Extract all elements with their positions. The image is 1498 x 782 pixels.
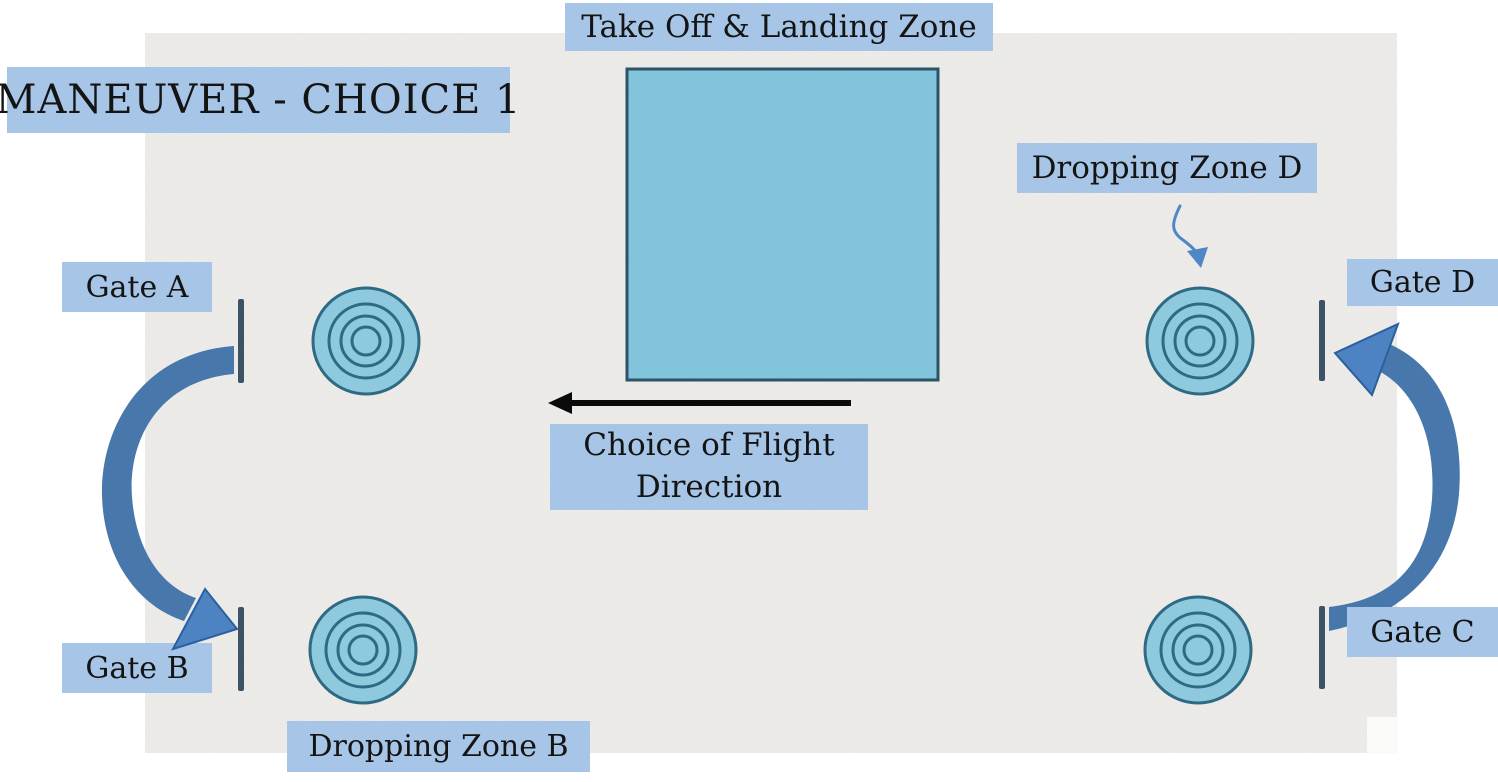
target-ring (1171, 623, 1225, 677)
dropping-zone-b-label: Dropping Zone B (287, 721, 590, 772)
target-bullseye (347, 634, 379, 666)
curved-arrow-gate-a-to-b (101, 346, 239, 651)
slide-title: MANEUVER - CHOICE 1 (0, 67, 520, 133)
dropping-zone-d-target (1145, 286, 1255, 396)
target-lower-right (1143, 595, 1253, 705)
gate-a-marker (238, 299, 244, 383)
gate-b-label: Gate B (62, 643, 212, 693)
dropping-zone-b-target (308, 595, 418, 705)
target-upper-left (311, 286, 421, 396)
target-outer-ring (1143, 595, 1253, 705)
curved-arrow-head (1333, 322, 1400, 397)
dropping-zone-d-pointer-arrow (1172, 204, 1208, 268)
flight-direction-arrow-head (548, 392, 572, 414)
dropping-zone-d-label: Dropping Zone D (1017, 143, 1317, 193)
target-ring (324, 611, 402, 689)
target-outer-ring (308, 595, 418, 705)
curved-arrow-band (1329, 343, 1460, 631)
target-outer-ring (311, 286, 421, 396)
pointer-arrow-head (1187, 247, 1208, 268)
target-ring (336, 623, 390, 677)
gate-d-label: Gate D (1347, 259, 1498, 306)
takeoff-landing-zone-label: Take Off & Landing Zone (565, 3, 993, 51)
arena-texture (145, 33, 1397, 753)
target-bullseye (350, 325, 382, 357)
gate-b-marker (238, 607, 244, 691)
gate-c-marker (1319, 606, 1325, 689)
target-ring (327, 302, 405, 380)
target-bullseye (1182, 634, 1214, 666)
target-outer-ring (1145, 286, 1255, 396)
gate-d-marker (1319, 300, 1325, 381)
arena-backdrop (145, 33, 1397, 753)
target-ring (1159, 611, 1237, 689)
flight-direction-arrow (548, 392, 851, 414)
pointer-arrow-curve (1172, 204, 1199, 255)
curved-arrow-head (170, 587, 239, 651)
flight-direction-label: Choice of Flight Direction (550, 424, 868, 510)
backdrop-light-patch (1367, 717, 1398, 754)
target-ring (339, 314, 393, 368)
target-ring (1161, 302, 1239, 380)
curved-arrow-band (101, 346, 234, 621)
target-bullseye (1184, 325, 1216, 357)
gate-a-label: Gate A (62, 262, 212, 312)
curved-arrow-gate-c-to-d (1329, 322, 1460, 631)
target-ring (1173, 314, 1227, 368)
takeoff-landing-zone-rect (625, 67, 940, 382)
gate-c-label: Gate C (1347, 607, 1498, 657)
